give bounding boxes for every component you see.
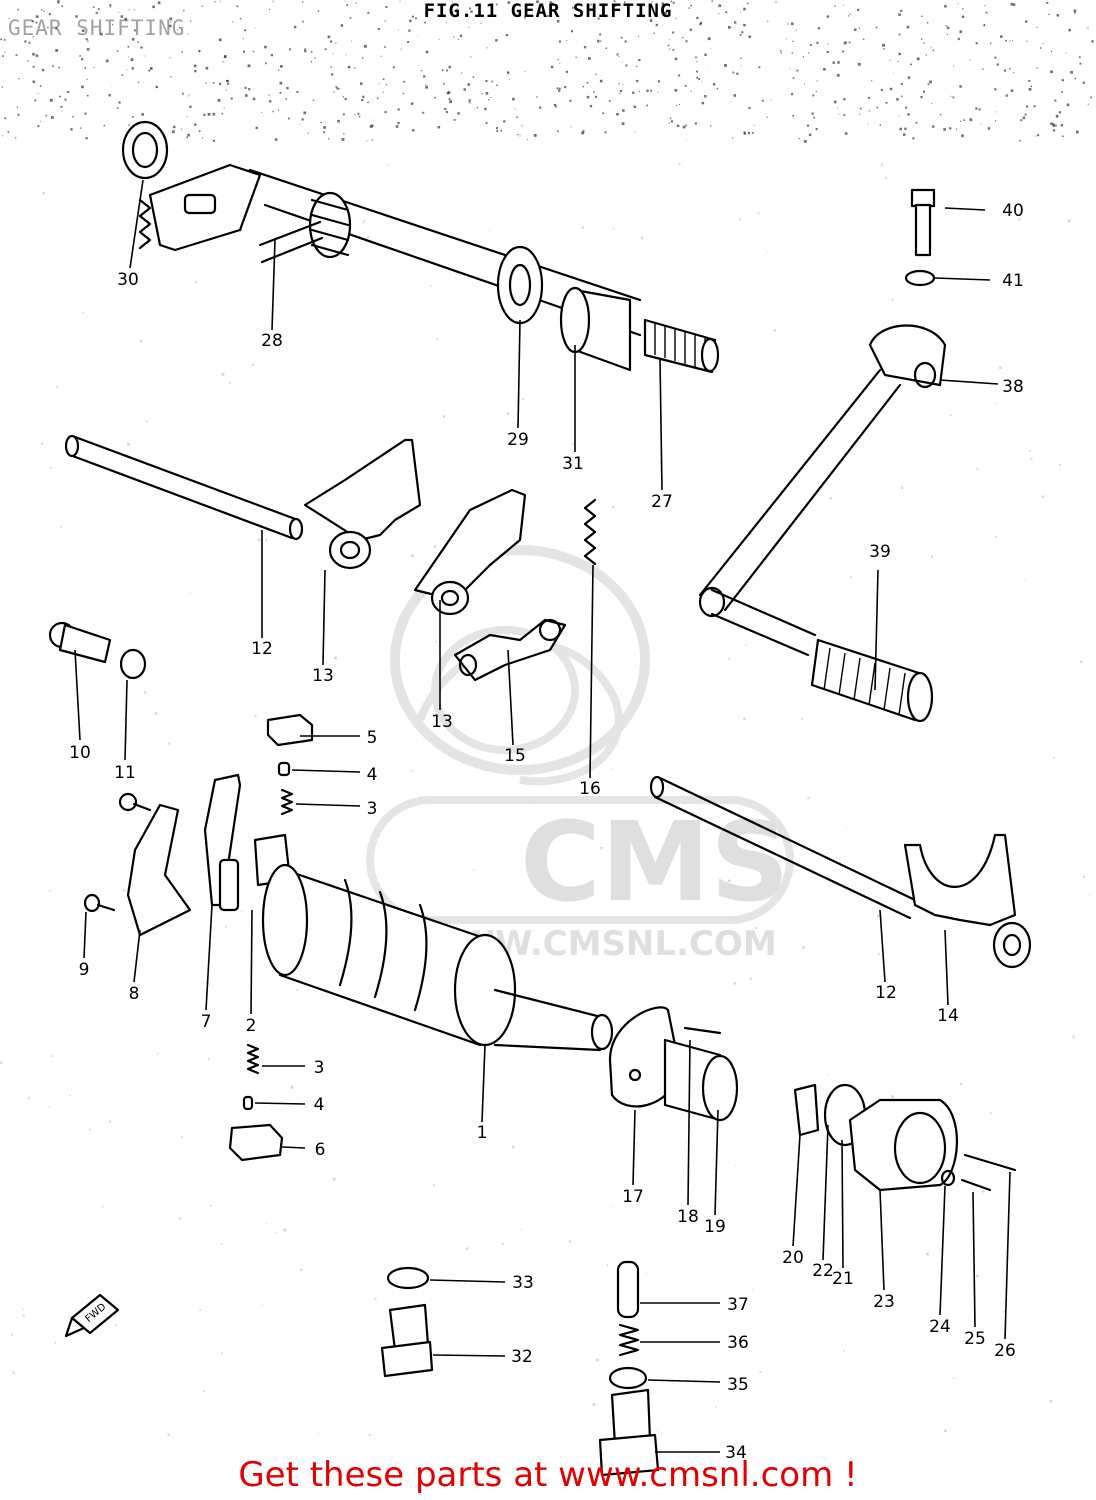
part-number-label: 38 xyxy=(1002,377,1024,397)
leader-line xyxy=(934,277,991,281)
part-number-label: 22 xyxy=(812,1261,834,1281)
leader-line xyxy=(879,909,886,983)
part-number-label: 9 xyxy=(79,960,90,980)
part-number-label: 37 xyxy=(727,1295,749,1315)
leader-line xyxy=(507,649,514,746)
part-number-label: 14 xyxy=(937,1006,959,1026)
part-number-label: 10 xyxy=(69,743,91,763)
part-number-label: 11 xyxy=(114,763,136,783)
leader-line xyxy=(250,909,253,1015)
part-number-label: 7 xyxy=(201,1012,212,1032)
part-number-label: 17 xyxy=(622,1187,644,1207)
part-number-label: 26 xyxy=(994,1341,1016,1361)
part-number-label: 4 xyxy=(314,1095,325,1115)
part-number-label: 23 xyxy=(873,1292,895,1312)
leader-lines xyxy=(74,179,1011,1453)
part-number-label: 16 xyxy=(579,779,601,799)
ghost-title: GEAR SHIFTING xyxy=(8,16,186,40)
bearing-and-cover xyxy=(608,1006,1017,1192)
leader-line xyxy=(432,1354,506,1357)
part-number-label: 1 xyxy=(477,1123,488,1143)
part-number-label: 15 xyxy=(504,746,526,766)
leader-line xyxy=(647,1379,721,1383)
leader-line xyxy=(874,569,879,691)
part-number-label: 31 xyxy=(562,454,584,474)
shift-lever-assembly xyxy=(698,188,947,723)
part-number-label: 5 xyxy=(367,728,378,748)
part-number-label: 3 xyxy=(314,1058,325,1078)
part-number-label: 40 xyxy=(1002,201,1024,221)
part-number-label: 25 xyxy=(964,1329,986,1349)
part-number-label: 35 xyxy=(727,1375,749,1395)
leader-line xyxy=(589,564,594,779)
leader-line xyxy=(133,929,141,983)
leader-line xyxy=(295,803,361,807)
leader-line xyxy=(254,1102,306,1105)
part-number-label: 41 xyxy=(1002,271,1024,291)
leader-line xyxy=(939,379,999,385)
leader-line xyxy=(714,1109,719,1216)
part-number-label: 20 xyxy=(782,1248,804,1268)
shift-shaft-assembly xyxy=(121,120,720,374)
leader-line xyxy=(972,1191,976,1328)
figure-title: FIG.11 GEAR SHIFTING xyxy=(423,0,673,22)
footer-link-text[interactable]: Get these parts at www.cmsnl.com ! xyxy=(238,1455,858,1495)
part-number-label: 33 xyxy=(512,1273,534,1293)
part-number-label: 32 xyxy=(511,1347,533,1367)
leader-line xyxy=(83,911,87,959)
part-number-label: 3 xyxy=(367,799,378,819)
drain-plug-parts xyxy=(380,1260,660,1477)
part-number-label: 6 xyxy=(315,1140,326,1160)
part-number-label: 13 xyxy=(312,666,334,686)
part-number-label: 30 xyxy=(117,270,139,290)
part-number-label: 13 xyxy=(431,712,453,732)
leader-line xyxy=(879,1189,885,1291)
leader-line xyxy=(322,569,326,666)
leader-line xyxy=(944,929,949,1006)
leader-line xyxy=(944,207,986,211)
part-number-label: 12 xyxy=(875,983,897,1003)
leader-line xyxy=(517,319,521,429)
part-number-label: 18 xyxy=(677,1207,699,1227)
leader-line xyxy=(632,1109,636,1186)
leader-line xyxy=(429,1279,506,1283)
fwd-arrow-icon: FWD xyxy=(64,1293,120,1338)
leader-line xyxy=(687,1039,691,1206)
watermark-brand: CMS xyxy=(520,798,789,926)
part-number-label: 24 xyxy=(929,1317,951,1337)
leader-line xyxy=(281,1146,306,1149)
scan-noise xyxy=(0,0,1094,1436)
leader-line xyxy=(481,1044,486,1123)
leader-line xyxy=(1004,1171,1011,1340)
part-number-label: 21 xyxy=(832,1269,854,1289)
part-number-label: 28 xyxy=(261,331,283,351)
part-number-label: 8 xyxy=(129,984,140,1004)
leader-line xyxy=(792,1134,801,1247)
leader-line xyxy=(74,649,81,741)
part-number-label: 19 xyxy=(704,1217,726,1237)
part-number-label: 39 xyxy=(869,542,891,562)
leader-line xyxy=(939,1185,946,1316)
leader-line xyxy=(271,239,276,331)
shift-forks-upper xyxy=(64,434,597,682)
part-number-label: 34 xyxy=(725,1443,747,1463)
leader-line xyxy=(659,359,663,491)
leader-line xyxy=(205,904,213,1011)
leader-line xyxy=(841,1139,844,1269)
leader-line xyxy=(124,679,128,761)
part-number-label: 27 xyxy=(651,492,673,512)
leader-line xyxy=(291,769,361,773)
part-number-label: 36 xyxy=(727,1333,749,1353)
cms-watermark: CMS WWW.CMSNL.COM xyxy=(366,545,794,964)
part-number-label: 29 xyxy=(507,430,529,450)
leader-line xyxy=(129,179,144,269)
part-number-label: 12 xyxy=(251,639,273,659)
part-number-label: 4 xyxy=(367,765,378,785)
leader-line xyxy=(822,1124,829,1261)
part-number-label: 2 xyxy=(246,1016,257,1036)
